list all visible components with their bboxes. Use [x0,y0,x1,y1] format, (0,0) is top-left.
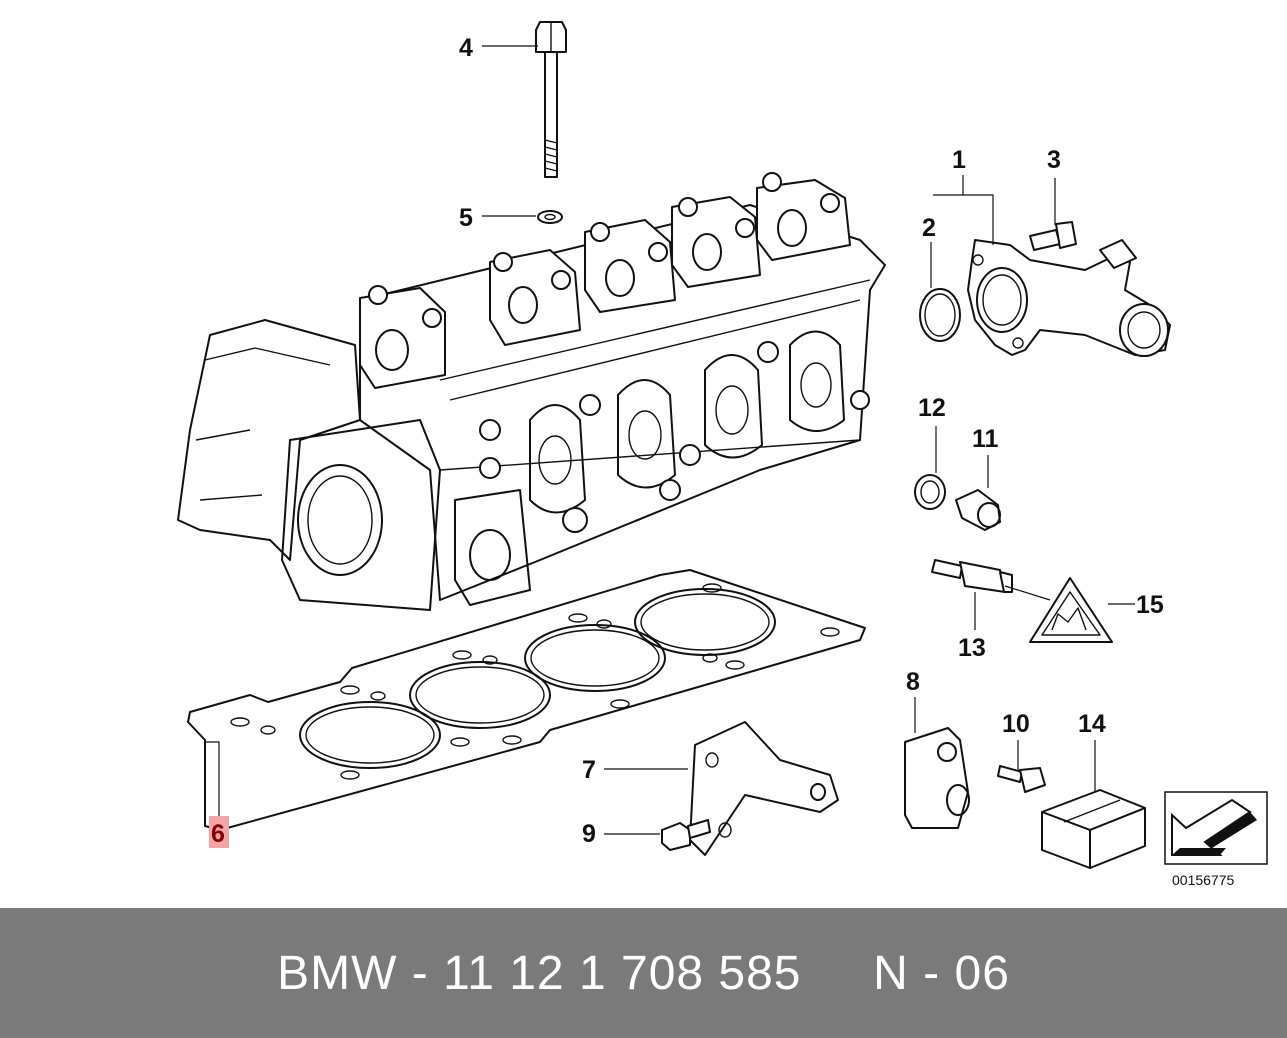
image-id: 00156775 [1172,872,1235,888]
temperature-sensor-drawing [931,559,1013,593]
leader-lines [205,45,1135,835]
exploded-parts-diagram: 4 5 1 3 2 12 11 15 13 8 10 14 7 9 6 0015… [177,21,1268,888]
callout-labels: 4 5 1 3 2 12 11 15 13 8 10 14 7 9 6 [211,34,1164,848]
callout-1[interactable]: 1 [952,146,966,174]
callout-4[interactable]: 4 [459,34,473,62]
screw-plug-drawing [955,489,1001,531]
bracket-drawing [689,721,839,856]
cylinder-head-drawing [177,172,886,611]
callout-11[interactable]: 11 [972,425,999,453]
callout-14[interactable]: 14 [1078,710,1106,738]
kit-box-drawing [1041,789,1146,869]
caption-bar: BMW - 11 12 1 708 585 N - 06 [0,908,1287,1038]
gasket-ring-drawing [914,474,946,510]
hex-bolt-drawing [661,819,711,851]
direction-arrow-icon [1164,791,1268,865]
lifting-eye-drawing [904,727,970,829]
callout-12[interactable]: 12 [918,394,946,422]
cylinder-head-bolt-drawing [535,21,567,178]
warning-triangle-drawing [1029,577,1113,643]
callout-7[interactable]: 7 [582,756,596,784]
callout-10[interactable]: 10 [1002,710,1030,738]
callout-highlight [209,816,229,848]
callout-13[interactable]: 13 [958,634,986,662]
callout-3[interactable]: 3 [1047,146,1061,174]
head-gasket-drawing [187,569,866,831]
coolant-flange-drawing [967,239,1171,357]
callout-9[interactable]: 9 [582,820,596,848]
callout-6[interactable]: 6 [211,820,225,848]
bolt-drawing [997,765,1046,793]
callout-5[interactable]: 5 [459,204,473,232]
callout-8[interactable]: 8 [906,668,920,696]
part-number-caption: BMW - 11 12 1 708 585 N - 06 [277,946,1010,1000]
flange-bolt-drawing [1029,221,1077,251]
washer-drawing [537,210,563,224]
callout-2[interactable]: 2 [922,214,936,242]
callout-15[interactable]: 15 [1136,591,1164,619]
seal-ring-drawing [919,288,961,342]
